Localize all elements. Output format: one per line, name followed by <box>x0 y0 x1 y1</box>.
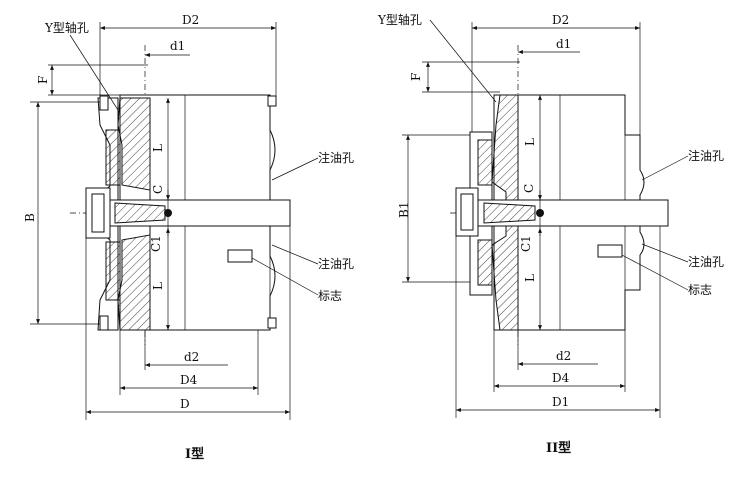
label-mark-2: 标志 <box>688 283 712 297</box>
label-l-top: L <box>151 144 165 152</box>
label-d2-top: D2 <box>182 13 199 27</box>
label-d2-bottom: d2 <box>184 350 199 364</box>
figure-type-2: D2 d1 F Y型轴孔 B1 L C C1 L 注油孔 注油孔 标志 d2 D… <box>377 12 724 456</box>
label-oil-bottom: 注油孔 <box>318 256 354 271</box>
label-d2-bottom-2: d2 <box>556 349 571 363</box>
label-d1: d1 <box>170 39 185 53</box>
label-mark: 标志 <box>318 289 342 303</box>
label-b1: B1 <box>397 202 411 218</box>
caption-type-1: I型 <box>185 446 204 462</box>
label-c1: C1 <box>149 235 163 252</box>
label-f-2: F <box>409 73 423 81</box>
label-c-2: C <box>522 184 536 193</box>
label-f: F <box>36 76 50 84</box>
label-d4: D4 <box>180 373 198 387</box>
label-l-bottom: L <box>151 282 165 290</box>
label-oil-top: 注油孔 <box>318 150 354 165</box>
label-l-top-2: L <box>523 138 537 146</box>
label-d2-top-2: D2 <box>552 13 569 27</box>
label-l-bottom-2: L <box>523 274 537 282</box>
label-d4-2: D4 <box>552 371 570 385</box>
label-oil-bottom-2: 注油孔 <box>688 254 724 269</box>
figure-type-1: D2 d1 F Y型轴孔 B L C C1 L 注油孔 注油孔 标志 <box>23 13 354 462</box>
label-c: C <box>151 185 165 194</box>
label-y-hole: Y型轴孔 <box>44 20 89 35</box>
caption-type-2: II型 <box>546 440 571 456</box>
label-y-hole-2: Y型轴孔 <box>377 12 422 27</box>
label-b: B <box>23 213 37 222</box>
label-d1-outer: D1 <box>552 395 569 409</box>
label-d1-2: d1 <box>556 37 571 51</box>
label-c1-2: C1 <box>519 235 533 252</box>
label-d: D <box>180 397 190 411</box>
label-oil-top-2: 注油孔 <box>688 148 724 163</box>
